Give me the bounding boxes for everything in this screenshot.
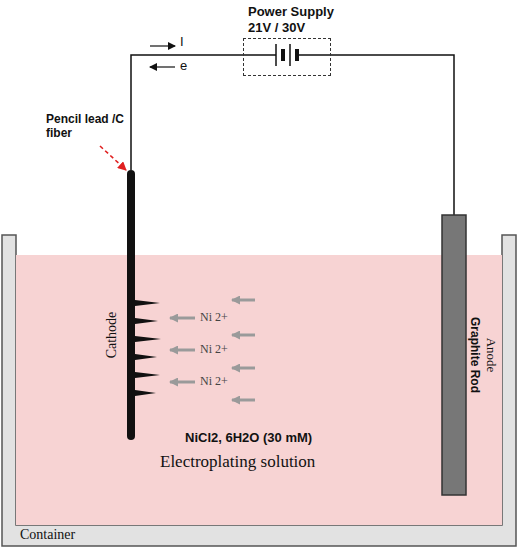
electron-arrow xyxy=(150,66,175,67)
solution-label: Electroplating solution xyxy=(160,452,315,472)
power-supply-label: Power Supply 21V / 30V xyxy=(248,4,344,36)
nickel-spikes xyxy=(135,300,161,396)
solution-formula: NiCl2, 6H2O (30 mM) xyxy=(185,430,312,446)
wire xyxy=(331,55,454,215)
current-arrow xyxy=(150,45,175,46)
wire xyxy=(131,55,243,170)
electrode-label: Cathode xyxy=(104,312,121,359)
electrode-label: Graphite Rod xyxy=(468,317,482,393)
cathode-rod xyxy=(127,170,135,440)
ion-arrows xyxy=(170,300,255,400)
power-supply-box: Power Supply 21V / 30V xyxy=(243,38,331,76)
container-label: Container xyxy=(20,527,75,544)
ion-label: Ni 2+ xyxy=(200,342,228,356)
anode-rod xyxy=(442,215,466,495)
current-label: I xyxy=(180,34,184,50)
part-label: Pencil lead /C fiber xyxy=(46,112,128,141)
battery-symbol xyxy=(276,44,297,66)
pointer-arrow xyxy=(100,146,126,170)
electron-label: e xyxy=(180,58,187,74)
wire xyxy=(243,54,331,56)
electroplating-solution xyxy=(16,255,502,525)
electrode-label: Anode xyxy=(483,338,499,373)
ion-label: Ni 2+ xyxy=(200,374,228,388)
container-wall xyxy=(2,235,516,546)
ion-label: Ni 2+ xyxy=(200,310,228,324)
